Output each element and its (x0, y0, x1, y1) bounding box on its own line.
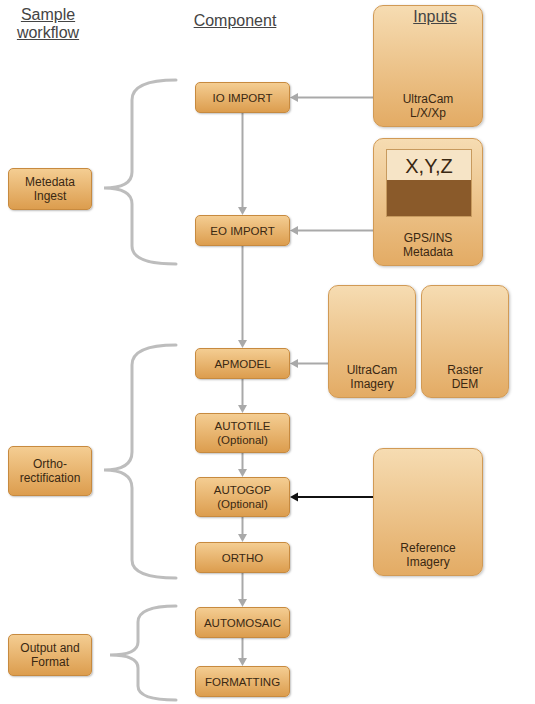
connector-line (297, 97, 373, 99)
box-text: AUTOGOP (Optional) (201, 483, 284, 511)
curly-bracket (104, 80, 176, 264)
connector-line (242, 453, 244, 470)
workflow-stage-box: Output and Format (8, 634, 92, 676)
arrowhead (238, 534, 247, 542)
box-text: AUTOMOSAIC (204, 616, 281, 630)
process-box: FORMATTING (195, 666, 290, 697)
flow-arrow (238, 379, 247, 413)
process-box: IO IMPORT (195, 82, 290, 113)
box-text: AUTOTILE (Optional) (201, 419, 284, 447)
arrowhead (238, 405, 247, 413)
connector-line (297, 363, 328, 365)
connector-line (242, 517, 244, 535)
input-box: Reference Imagery (373, 448, 483, 576)
curly-bracket (104, 345, 176, 578)
flow-arrow (290, 226, 373, 235)
process-box: AUTOMOSAIC (195, 607, 290, 638)
box-text: Raster DEM (437, 363, 493, 391)
process-box: EO IMPORT (195, 215, 290, 246)
box-text: Reference Imagery (388, 541, 468, 569)
arrowhead (238, 658, 247, 666)
arrowhead (290, 493, 298, 502)
connector-line (242, 573, 244, 600)
workflow-brackets (104, 80, 176, 700)
arrowhead (290, 226, 298, 235)
column-heading: Sample workflow (8, 6, 88, 42)
box-text: X,Y,Z (405, 154, 452, 178)
arrowhead (290, 93, 298, 102)
box-text: Output and Format (14, 641, 86, 669)
connector-line (242, 379, 244, 406)
box-text: Ortho-rectification (14, 457, 86, 485)
process-box: AUTOTILE (Optional) (195, 413, 290, 453)
arrowhead (238, 340, 247, 348)
workflow-stage-box: Ortho-rectification (8, 446, 92, 496)
connector-line (242, 113, 244, 208)
box-text: UltraCam Imagery (337, 363, 407, 391)
arrowhead (238, 207, 247, 215)
flow-arrow (290, 359, 328, 368)
curly-bracket (110, 606, 176, 700)
connector-line (242, 246, 244, 341)
arrowhead (238, 469, 247, 477)
input-box: Raster DEM (421, 285, 509, 398)
connector-line (242, 638, 244, 659)
box-text: EO IMPORT (210, 224, 274, 238)
flow-arrow (290, 493, 373, 502)
box-text: UltraCam L/X/Xp (388, 92, 468, 120)
flow-arrow (290, 93, 373, 102)
column-heading: Component (190, 12, 280, 30)
flow-arrow (238, 638, 247, 666)
flow-arrow (238, 573, 247, 607)
box-text: APMODEL (214, 357, 270, 371)
box-text: IO IMPORT (213, 91, 273, 105)
flow-arrow (238, 246, 247, 348)
flow-arrow (238, 517, 247, 542)
process-box: APMODEL (195, 348, 290, 379)
connector-line (297, 230, 373, 232)
process-box: ORTHO (195, 542, 290, 573)
arrowhead (290, 359, 298, 368)
arrowhead (238, 599, 247, 607)
box-text: ORTHO (222, 551, 263, 565)
input-box: GPS/INS Metadata X,Y,Z (373, 138, 483, 266)
coordinate-box: X,Y,Z (386, 149, 472, 217)
workflow-stage-box: Metedata Ingest (8, 168, 92, 210)
box-text: GPS/INS Metadata (388, 231, 468, 259)
column-heading: Inputs (400, 8, 470, 26)
flow-arrow (238, 113, 247, 215)
box-text: Metedata Ingest (14, 175, 86, 203)
box-text: FORMATTING (205, 675, 280, 689)
process-box: AUTOGOP (Optional) (195, 477, 290, 517)
flow-arrow (238, 453, 247, 477)
connector-line (297, 496, 373, 498)
input-box: UltraCam Imagery (328, 285, 416, 398)
